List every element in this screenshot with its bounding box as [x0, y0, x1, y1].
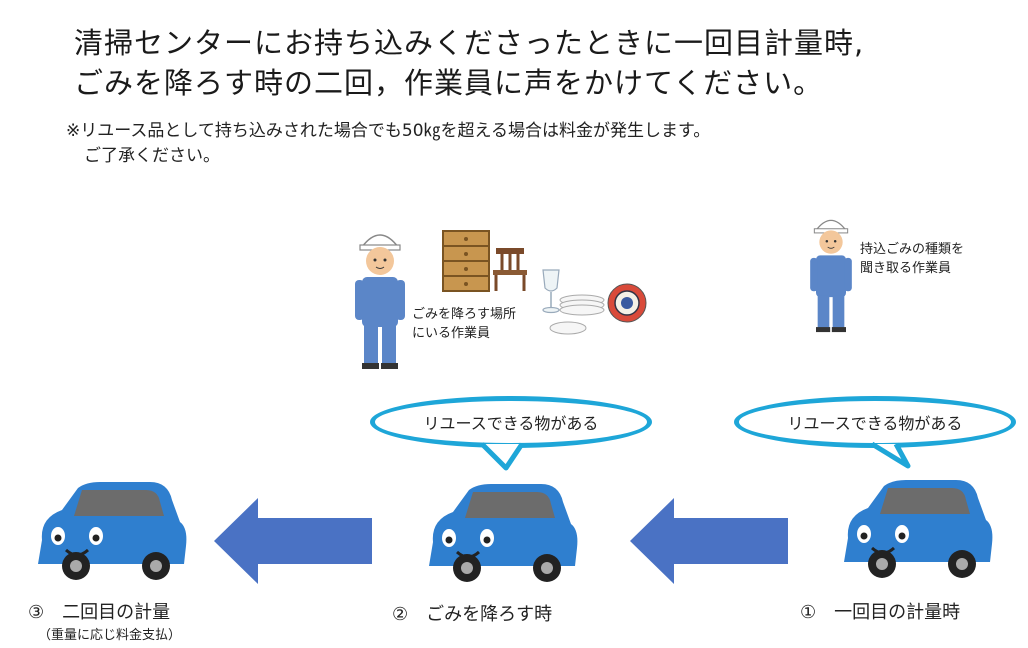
- speech-bubble-right-text: リユースできる物がある: [787, 414, 963, 433]
- step-1-label: ① 一回目の計量時: [800, 602, 961, 623]
- car-icon: [429, 484, 578, 582]
- intake-worker-label-1: 持込ごみの種類を: [860, 242, 965, 257]
- glass-icon: [542, 269, 560, 314]
- intake-worker-label-2: 聞き取る作業員: [860, 261, 952, 276]
- car-icon: [38, 482, 187, 580]
- worker-icon: [355, 234, 405, 369]
- step-2-label: ② ごみを降ろす時: [392, 604, 553, 625]
- unloading-worker-label-1: ごみを降ろす場所: [412, 307, 517, 322]
- speech-bubble-right: リユースできる物がある: [734, 396, 1016, 448]
- speech-bubble-middle-text: リユースできる物がある: [423, 414, 599, 433]
- decorative-plate-icon: [607, 283, 647, 323]
- car-icon: [844, 480, 993, 578]
- furniture-icon: [442, 230, 490, 292]
- heading-line-2: ごみを降ろす時の二回，作業員に声をかけてください。: [74, 66, 824, 100]
- speech-bubble-tail: [480, 442, 525, 471]
- speech-bubble-tail: [870, 441, 911, 469]
- left-arrow-icon: [214, 498, 372, 584]
- heading-line-1: 清掃センターにお持ち込みくださったときに一回目計量時,: [74, 26, 865, 60]
- step-3-sublabel: （重量に応じ料金支払）: [38, 628, 182, 643]
- notice-line-2: ご了承ください。: [84, 146, 220, 166]
- plates-icon: [549, 294, 605, 335]
- left-arrow-icon: [630, 498, 788, 584]
- notice-line-1: ※リユース品として持ち込みされた場合でも50㎏を超える場合は料金が発生します。: [66, 121, 711, 141]
- worker-icon: [810, 219, 852, 333]
- step-3-label: ③ 二回目の計量: [28, 602, 171, 623]
- chair-icon: [493, 248, 527, 291]
- unloading-worker-label-2: にいる作業員: [412, 326, 491, 341]
